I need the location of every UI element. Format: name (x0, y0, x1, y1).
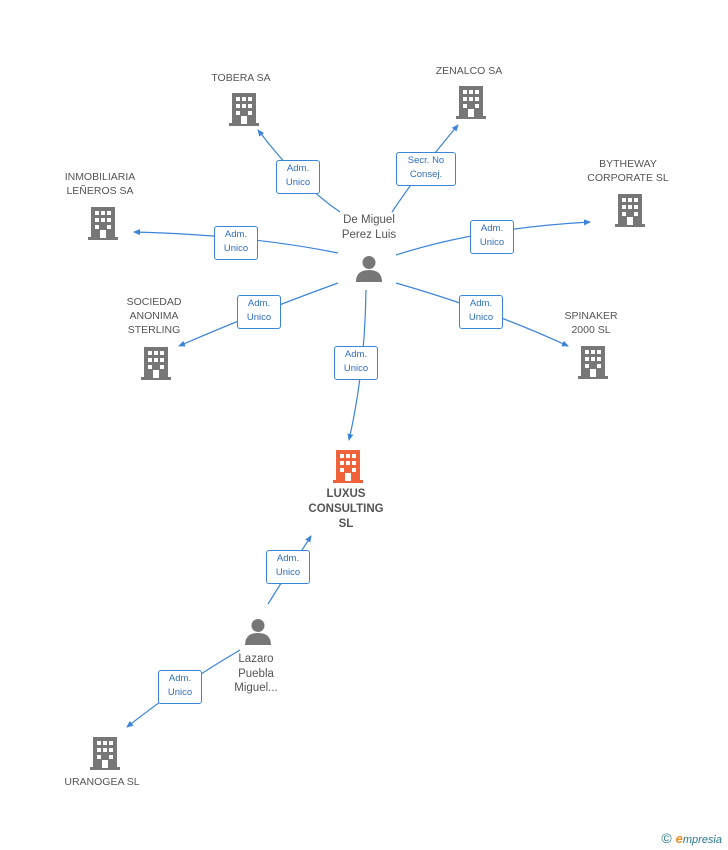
person-icon[interactable] (244, 617, 272, 645)
role-box-inmobiliaria: Adm. Unico (214, 226, 258, 260)
role-box-spinaker: Adm. Unico (459, 295, 503, 329)
brand-initial: e (675, 830, 683, 846)
building-icon[interactable] (456, 85, 486, 119)
node-label-inmobiliaria[interactable]: INMOBILIARIA LEÑEROS SA (64, 171, 136, 197)
role-box-sociedad: Adm. Unico (237, 295, 281, 329)
building-icon[interactable] (578, 345, 608, 379)
person-icon[interactable] (355, 254, 383, 282)
role-box-lazaro-luxus: Adm. Unico (266, 550, 310, 584)
building-icon[interactable] (141, 346, 171, 380)
role-box-zenalco: Secr. No Consej. (396, 152, 456, 186)
node-label-luxus[interactable]: LUXUS CONSULTING SL (308, 488, 384, 530)
brand-logo[interactable]: © empresia (661, 830, 722, 846)
building-icon[interactable] (229, 92, 259, 126)
building-icon[interactable] (615, 193, 645, 227)
node-label-bytheway[interactable]: BYTHEWAY CORPORATE SL (587, 158, 669, 184)
person-label-demiguel[interactable]: De Miguel Perez Luis (341, 214, 397, 241)
node-label-spinaker[interactable]: SPINAKER 2000 SL (564, 310, 618, 336)
building-icon[interactable] (88, 206, 118, 240)
node-label-tobera[interactable]: TOBERA SA (211, 72, 271, 84)
node-label-zenalco[interactable]: ZENALCO SA (435, 65, 503, 77)
role-box-uranogea: Adm. Unico (158, 670, 202, 704)
node-label-sociedad[interactable]: SOCIEDAD ANONIMA STERLING (126, 296, 182, 336)
role-box-tobera: Adm. Unico (276, 160, 320, 194)
person-label-lazaro[interactable]: Lazaro Puebla Miguel... (234, 653, 278, 694)
role-box-bytheway: Adm. Unico (470, 220, 514, 254)
building-icon[interactable] (333, 449, 363, 483)
brand-name: mpresia (682, 833, 722, 846)
copyright-icon: © (661, 830, 672, 846)
node-label-uranogea[interactable]: URANOGEA SL (64, 776, 140, 788)
role-box-luxus: Adm. Unico (334, 346, 378, 380)
building-icon[interactable] (90, 736, 120, 770)
